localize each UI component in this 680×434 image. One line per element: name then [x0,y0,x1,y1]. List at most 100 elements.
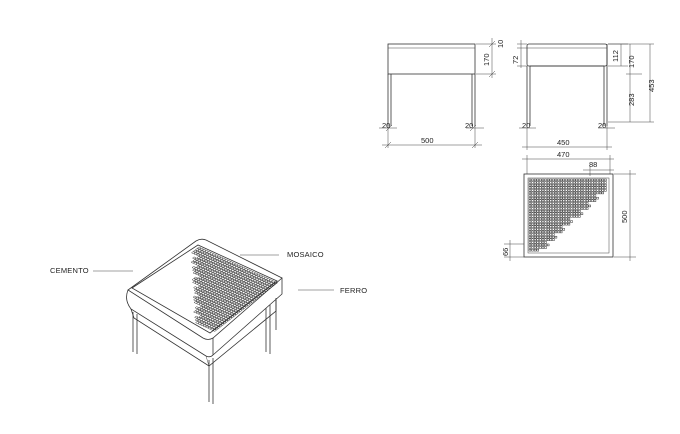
mosaic-tile [223,268,229,272]
mosaic-tile [549,238,552,241]
mosaic-tile [249,275,255,279]
mosaic-tile [552,202,555,205]
mosaic-tile [241,266,246,270]
mosaic-tile [604,189,607,192]
mosaic-tile [541,220,545,223]
mosaic-tile [578,183,581,187]
mosaic-tile [549,181,552,184]
mosaic-tile [240,288,246,292]
mosaic-tile [544,199,547,202]
mosaic-tile [217,270,222,274]
mosaic-tile [580,212,584,215]
mosaic-tile [544,235,547,239]
mosaic-tile [596,196,599,200]
mosaic-tile [539,207,542,210]
mosaic-tile [217,319,222,322]
mosaic-tile [536,215,539,218]
mosaic-tile [533,207,537,210]
mosaic-tile [565,202,568,205]
mosaic-tile [541,222,545,226]
mosaic-tile [562,207,565,210]
mosaic-tile [209,279,215,282]
mosaic-tile [195,311,201,315]
mosaic-tile [197,252,203,255]
mosaic-tile [210,308,216,312]
mosaic-tile [210,284,216,288]
mosaic-tile [541,235,545,239]
mosaic-tile [239,295,245,299]
mosaic-tile [244,273,250,277]
mosaic-tile [601,181,604,184]
mosaic-tile [572,204,576,208]
mosaic-tile [225,279,231,282]
mosaic-tile [598,191,602,195]
mosaic-tile [241,279,246,282]
mosaic-tile [572,178,576,182]
mosaic-tile [528,233,532,236]
mosaic-tile [227,277,233,281]
mosaic-tile [578,186,581,189]
mosaic-tile [583,204,586,208]
mosaic-tile [225,267,231,270]
mosaic-tile [242,299,248,302]
mosaic-tile [549,222,552,226]
mosaic-tile [197,283,202,286]
mosaic-tile [567,209,571,213]
mosaic-tile [544,241,547,244]
mosaic-tile [193,276,199,280]
mosaic-tile [255,295,261,299]
mosaic-tile [549,212,552,215]
front-dim-width: 450 [557,138,570,147]
mosaic-tile [231,298,237,302]
mosaic-tile [533,220,537,223]
mosaic-tile [197,271,202,274]
mosaic-tile [214,254,219,258]
mosaic-tile [559,217,563,221]
mosaic-tile [227,275,232,278]
mosaic-tile [235,281,240,284]
mosaic-tile [562,204,565,208]
mosaic-tile [211,277,217,281]
mosaic-tile [207,280,213,284]
mosaic-tile [273,281,278,285]
mosaic-tile [567,222,571,226]
mosaic-tile [552,204,555,208]
mosaic-tile [578,212,581,215]
mosaic-tile [204,320,209,323]
side-dim-top: 10 [496,40,505,48]
mosaic-tile [531,178,534,182]
mosaic-tile [549,202,552,205]
mosaic-tile [233,270,238,274]
mosaic-tile [236,264,241,268]
mosaic-tile [546,191,550,195]
mosaic-tile [549,186,552,189]
mosaic-tile [604,181,607,184]
mosaic-tile [598,189,602,192]
mosaic-tile [552,225,555,228]
mosaic-tile [591,196,594,200]
mosaic-tile [533,222,537,226]
mosaic-tile [246,271,252,275]
mosaic-tile [225,276,230,280]
mosaic-tile [546,220,550,223]
mosaic-tile [198,264,203,267]
mosaic-tile [253,282,258,285]
mosaic-tile [228,280,233,283]
mosaic-tile [557,181,560,184]
mosaic-tile [232,301,237,305]
mosaic-tile [544,217,547,221]
mosaic-tile [578,209,581,213]
mosaic-tile [253,284,259,288]
mosaic-tile [216,304,222,307]
mosaic-tile [194,306,200,309]
mosaic-tile [203,315,208,318]
mosaic-tile [210,260,216,263]
mosaic-tile [224,283,229,287]
mosaic-tile [208,310,214,314]
mosaic-tile [229,288,235,291]
mosaic-tile [229,297,234,301]
mosaic-tile [541,228,545,231]
mosaic-tile [209,303,215,307]
mosaic-tile [533,199,537,202]
mosaic-tile [213,276,219,279]
